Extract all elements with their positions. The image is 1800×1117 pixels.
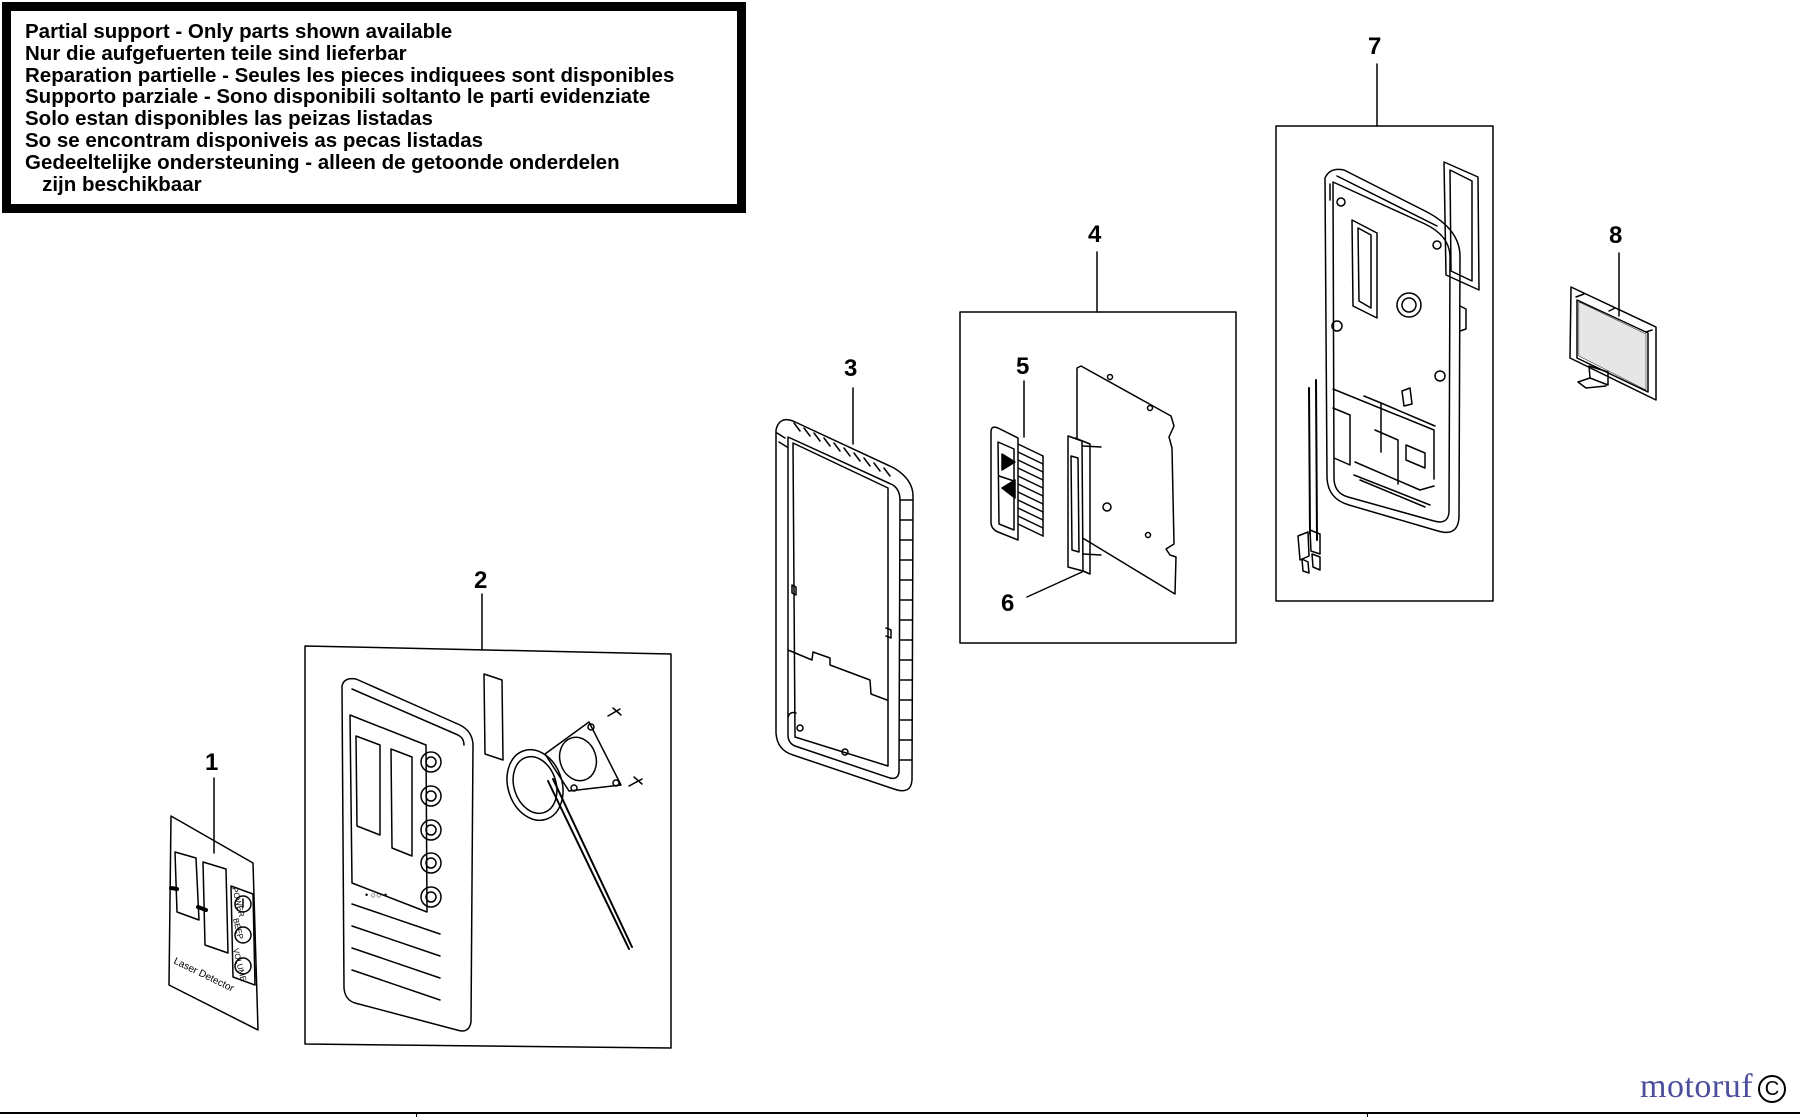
callout-8: 8 — [1609, 222, 1622, 249]
leader-line-6 — [1026, 571, 1083, 598]
part-2-front-housing: • ○○ • — [341, 677, 474, 1032]
notice-line-es: Solo estan disponibles las peizas listad… — [25, 107, 433, 131]
notice-line-fr: Reparation partielle - Seules les pieces… — [25, 63, 675, 87]
callout-5: 5 — [1016, 353, 1029, 380]
part-6-connector-strip — [1067, 435, 1102, 575]
footer-rule — [0, 1112, 1800, 1114]
part-2-speaker-assembly — [506, 707, 643, 950]
callout-2: 2 — [474, 567, 487, 594]
callout-1: 1 — [205, 749, 218, 776]
part-7-seal-gasket — [1443, 161, 1480, 291]
part-2-window-film — [483, 673, 504, 761]
callout-7: 7 — [1368, 33, 1381, 60]
svg-text:• ○○ •: • ○○ • — [365, 890, 387, 900]
notice-line-de: Nur die aufgefuerten teile sind lieferba… — [25, 41, 407, 65]
callout-3: 3 — [844, 355, 857, 382]
notice-line-en: Partial support - Only parts shown avail… — [25, 20, 453, 43]
part-7-rear-housing — [1324, 168, 1467, 534]
footer-tick — [1367, 1112, 1368, 1117]
footer-tick — [416, 1112, 417, 1117]
availability-notice: Partial support - Only parts shown avail… — [2, 2, 746, 213]
notice-line-pt: So se encontram disponiveis as pecas lis… — [25, 128, 484, 152]
notice-line-it: Supporto parziale - Sono disponibili sol… — [25, 85, 651, 109]
notice-line-nl: Gedeeltelijke ondersteuning - alleen de … — [25, 150, 620, 174]
notice-text-block: Partial support - Only parts shown avail… — [11, 11, 737, 204]
part-4-circuit-board — [1076, 365, 1177, 595]
part-3-middle-frame — [775, 418, 914, 792]
part-4-kit-box — [959, 311, 1237, 644]
part-8-battery-clip — [1569, 286, 1657, 401]
callout-6: 6 — [1001, 590, 1014, 617]
part-1-front-label: POWER BEEP VOLUME Laser Detector — [168, 815, 259, 1031]
part-2-kit-box — [304, 645, 672, 1049]
callout-4: 4 — [1088, 221, 1102, 248]
notice-line-nl-cont: zijn beschikbaar — [25, 172, 202, 196]
part-7-wire-lead — [1297, 379, 1321, 574]
watermark-badge: C — [1758, 1075, 1786, 1103]
part-7-kit-box — [1275, 125, 1494, 602]
part-5-lcd-display — [990, 426, 1044, 541]
watermark-logo: motoruf — [1640, 1068, 1754, 1105]
